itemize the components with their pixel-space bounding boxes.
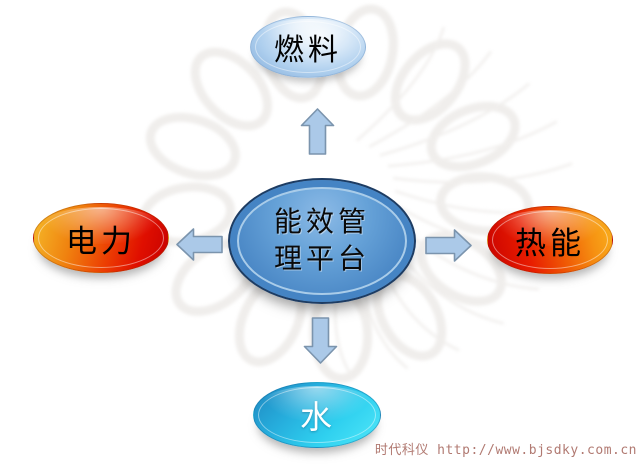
down-arrow-icon	[303, 317, 338, 364]
right-arrow-icon	[425, 229, 472, 262]
node-heat-label: 热能	[515, 225, 585, 261]
site-watermark-text: 时代科仪 http://www.bjsdky.com.cn	[374, 443, 637, 458]
node-water-label: 水	[299, 399, 334, 435]
up-arrow-icon	[300, 108, 335, 155]
node-electricity: 电力	[33, 203, 169, 273]
node-fuel-label: 燃料	[274, 34, 342, 67]
node-water: 水	[253, 382, 381, 448]
node-fuel: 燃料	[250, 16, 366, 78]
left-arrow-icon	[176, 228, 223, 261]
node-electricity-label: 电力	[66, 223, 136, 259]
center-node-label: 能效管 理平台	[273, 207, 370, 275]
node-heat: 热能	[487, 206, 613, 274]
center-node-energy-platform: 能效管 理平台	[228, 178, 416, 304]
